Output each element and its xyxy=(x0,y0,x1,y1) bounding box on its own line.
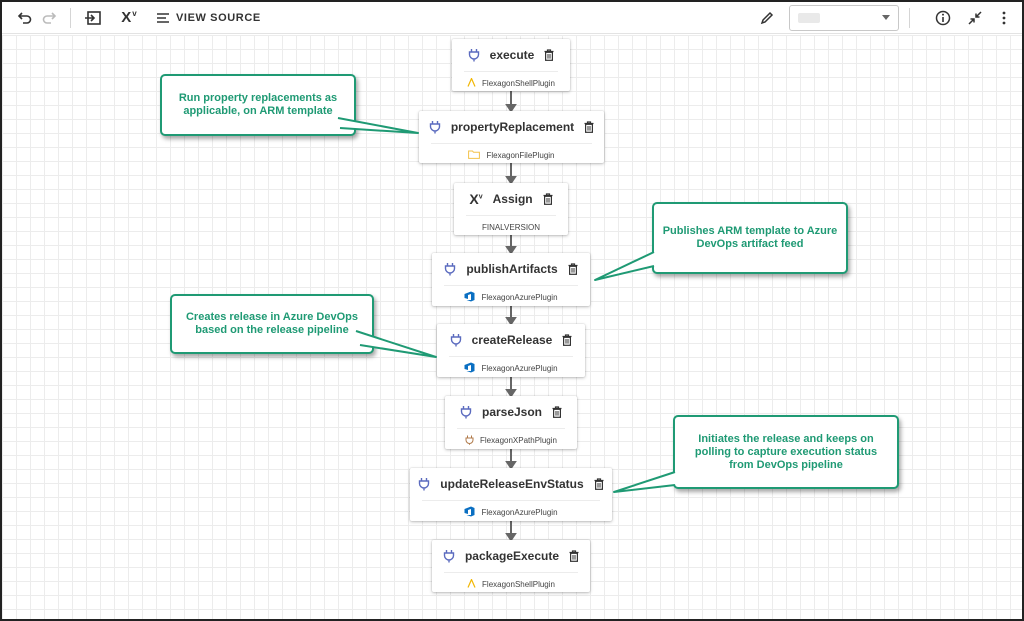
callout-update-release-status: Initiates the release and keeps on polli… xyxy=(673,415,899,489)
step-title: parseJson xyxy=(481,405,543,419)
step-node-packageExecute[interactable]: packageExecute FlexagonShellPlugin xyxy=(432,540,590,592)
info-button[interactable] xyxy=(930,4,956,32)
step-node-publishArtifacts[interactable]: publishArtifacts FlexagonAzurePlugin xyxy=(432,253,590,306)
step-plugin-name: FlexagonShellPlugin xyxy=(482,580,555,589)
step-plugin-name: FlexagonAzurePlugin xyxy=(481,293,558,302)
step-title: execute xyxy=(489,48,535,62)
trash-icon[interactable] xyxy=(543,193,553,205)
folder-icon xyxy=(468,150,481,161)
step-node-updateReleaseEnvStatus[interactable]: updateReleaseEnvStatus FlexagonAzurePlug… xyxy=(410,468,612,521)
callout-publish-artifacts: Publishes ARM template to Azure DevOps a… xyxy=(652,202,848,274)
undo-button[interactable] xyxy=(14,4,36,32)
azure-devops-icon xyxy=(464,362,475,375)
view-source-button[interactable]: VIEW SOURCE xyxy=(157,12,261,24)
plug-icon xyxy=(468,48,480,62)
step-plugin-name: FlexagonXPathPlugin xyxy=(480,436,557,445)
variable-icon: Xv xyxy=(121,9,137,26)
workflow-version-select[interactable] xyxy=(789,4,899,31)
trash-icon[interactable] xyxy=(569,550,579,562)
step-title: propertyReplacement xyxy=(450,120,575,134)
toolbar: Xv VIEW SOURCE xyxy=(2,2,1022,34)
step-plugin-name: FlexagonAzurePlugin xyxy=(481,364,558,373)
step-node-execute[interactable]: execute FlexagonShellPlugin xyxy=(452,39,570,91)
pencil-icon xyxy=(760,11,774,24)
view-source-label: VIEW SOURCE xyxy=(176,11,261,24)
trash-icon[interactable] xyxy=(562,334,572,346)
variable-button[interactable]: Xv xyxy=(115,4,143,32)
export-icon xyxy=(85,10,101,25)
trash-icon[interactable] xyxy=(544,49,554,61)
collapse-icon xyxy=(968,10,982,25)
plug-icon xyxy=(429,120,441,134)
step-node-propertyReplacement[interactable]: propertyReplacement FlexagonFilePlugin xyxy=(419,111,604,163)
step-title: createRelease xyxy=(471,333,553,347)
plug-icon xyxy=(418,477,430,491)
step-plugin-name: FINALVERSION xyxy=(481,223,541,232)
chevron-down-icon xyxy=(882,15,890,20)
xpath-plugin-icon xyxy=(465,435,474,447)
plug-icon xyxy=(444,262,456,276)
redo-button[interactable] xyxy=(38,4,60,32)
redo-icon xyxy=(42,11,57,24)
azure-devops-icon xyxy=(464,291,475,304)
trash-icon[interactable] xyxy=(584,121,594,133)
step-node-createRelease[interactable]: createRelease FlexagonAzurePlugin xyxy=(437,324,585,377)
edit-button[interactable] xyxy=(755,4,779,32)
step-node-parseJson[interactable]: parseJson FlexagonXPathPlugin xyxy=(445,396,577,449)
step-title: packageExecute xyxy=(464,549,560,563)
list-icon xyxy=(157,12,169,23)
step-title: publishArtifacts xyxy=(466,262,558,276)
step-plugin-name: FlexagonShellPlugin xyxy=(482,79,555,88)
more-options-button[interactable] xyxy=(994,4,1014,32)
collapse-button[interactable] xyxy=(962,4,988,32)
step-plugin-name: FlexagonFilePlugin xyxy=(486,151,555,160)
info-icon xyxy=(935,10,951,25)
step-title: Assign xyxy=(492,192,533,206)
undo-icon xyxy=(17,11,32,24)
toolbar-divider xyxy=(70,7,71,28)
variable-icon: Xv xyxy=(469,191,483,207)
export-button[interactable] xyxy=(81,4,105,32)
trash-icon[interactable] xyxy=(568,263,578,275)
plug-icon xyxy=(460,405,472,419)
trash-icon[interactable] xyxy=(594,478,604,490)
step-title: updateReleaseEnvStatus xyxy=(440,477,584,491)
shell-icon xyxy=(467,77,476,89)
select-value-redacted xyxy=(798,12,820,23)
plug-icon xyxy=(443,549,455,563)
plug-icon xyxy=(450,333,462,347)
azure-devops-icon xyxy=(464,506,475,519)
callout-property-replacement: Run property replacements as applicable,… xyxy=(160,74,356,136)
callout-create-release: Creates release in Azure DevOps based on… xyxy=(170,294,374,354)
shell-icon xyxy=(467,578,476,590)
toolbar-divider xyxy=(909,7,910,28)
step-node-assign[interactable]: Xv Assign FINALVERSION xyxy=(454,183,568,235)
trash-icon[interactable] xyxy=(552,406,562,418)
more-vertical-icon xyxy=(1002,11,1006,24)
step-plugin-name: FlexagonAzurePlugin xyxy=(481,508,558,517)
